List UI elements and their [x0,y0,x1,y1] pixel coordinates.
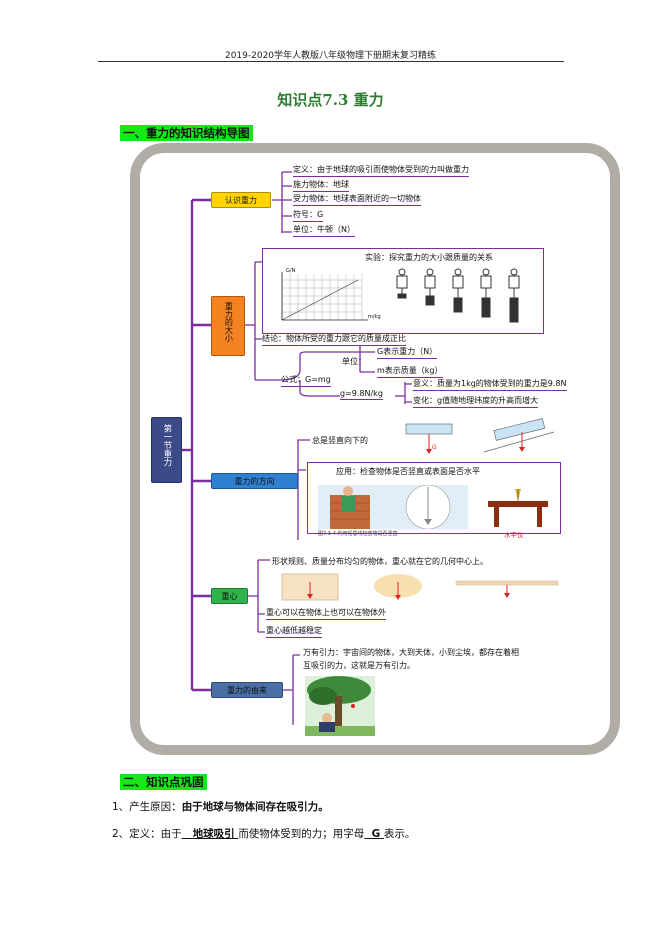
section-heading-consolidation: 二、知识点巩固 [120,774,207,790]
question-1-answer: 由于地球与物体间存在吸引力。 [181,801,329,813]
center-node: 第一节重力 [151,417,182,483]
question-1: 1、产生原因：由于地球与物体间存在吸引力。 [112,799,329,814]
level-label: 水平仪 [504,531,524,539]
vertical-direction-illustration [405,418,555,454]
header-divider [98,61,564,62]
branch4-description: 形状规则、质量分布均匀的物体，重心就在它的几何中心上。 [272,557,488,566]
question-1-prefix: 1、产生原因： [112,801,182,813]
section-heading-structure-map: 一、重力的知识结构导图 [120,125,253,141]
branch2-unit-m: m表示质量（kg） [377,365,443,378]
branch1-item-receiver: 受力物体：地球表面附近的一切物体 [293,193,421,206]
weight-mass-graph [281,272,368,321]
mind-map-frame [130,143,620,755]
branch3-application: 应用：检查物体是否竖直或表面是否水平 [336,467,480,476]
graph-ylabel: G/N [286,268,296,274]
branch1-item-unit: 单位：牛顿（N） [293,224,355,237]
branch2-unit-label: 单位： [342,357,366,366]
plumb-line-illustration [318,485,468,529]
experiment-box [262,248,544,334]
question-2-blank-2: G [371,828,381,840]
center-of-gravity-illustration [281,573,559,601]
question-2-prefix: 2、定义：由于 [112,828,182,840]
branch1-item-definition: 定义：由于地球的吸引而使物体受到的力叫做重力 [293,164,469,177]
question-2: 2、定义：由于 地球吸引 而使物体受到的力；用字母 G 表示。 [112,826,415,841]
branch2-formula: 公式：G=mg [281,374,331,387]
branch5-description-line1: 万有引力：宇宙间的物体，大到天体，小到尘埃，都存在着相 [303,648,519,657]
application-box [307,462,561,534]
direction-arrow-label: G [432,444,437,451]
branch2-g-change: 变化：g值随地理纬度的升高而增大 [413,395,539,408]
branch4-item-stability: 重心越低越稳定 [266,625,322,638]
branch-recognize-gravity: 认识重力 [211,192,271,208]
branch4-item-inside-outside: 重心可以在物体上也可以在物体外 [266,607,386,620]
branch-origin-of-gravity: 重力的由来 [211,682,283,698]
graph-xlabel: m/kg [368,314,381,320]
experiment-title: 实验：探究重力的大小跟质量的关系 [365,253,493,262]
branch2-conclusion: 结论：物体所受的重力跟它的质量成正比 [262,333,406,346]
newton-apple-illustration [305,676,375,736]
level-instrument-illustration [488,489,548,527]
question-2-middle: 而使物体受到的力；用字母 [238,828,365,840]
branch1-item-exerter: 施力物体：地球 [293,179,349,192]
branch2-g-definition: 意义：质量为1kg的物体受到的重力是9.8N [413,378,567,391]
branch-gravity-direction: 重力的方向 [211,473,298,489]
branch-center-of-gravity: 重心 [211,588,248,604]
plumb-figure-caption: 图7.3-4 利用铅垂线检查墙是否竖直 [318,531,398,537]
question-2-blank-1: 地球吸引 [192,828,235,840]
branch2-label: 重力的大小 [224,302,234,342]
branch-gravity-magnitude: 重力的大小 [211,296,245,356]
branch5-description-line2: 互吸引的力，这就是万有引力。 [303,661,415,670]
page-title: 知识点7.3 重力 [277,91,384,109]
branch1-item-symbol: 符号：G [293,209,324,222]
question-2-suffix: 表示。 [383,828,416,840]
center-node-label: 第一节重力 [161,424,172,467]
branch2-unit-g: G表示重力（N） [377,346,438,359]
branch2-g-value: g=9.8N/kg [340,389,383,400]
page-header: 2019-2020学年人教版八年级物理下册期末复习精练 [224,51,437,61]
branch3-direction: 总是竖直向下的 [312,436,368,445]
spring-scale-illustration [396,268,520,323]
